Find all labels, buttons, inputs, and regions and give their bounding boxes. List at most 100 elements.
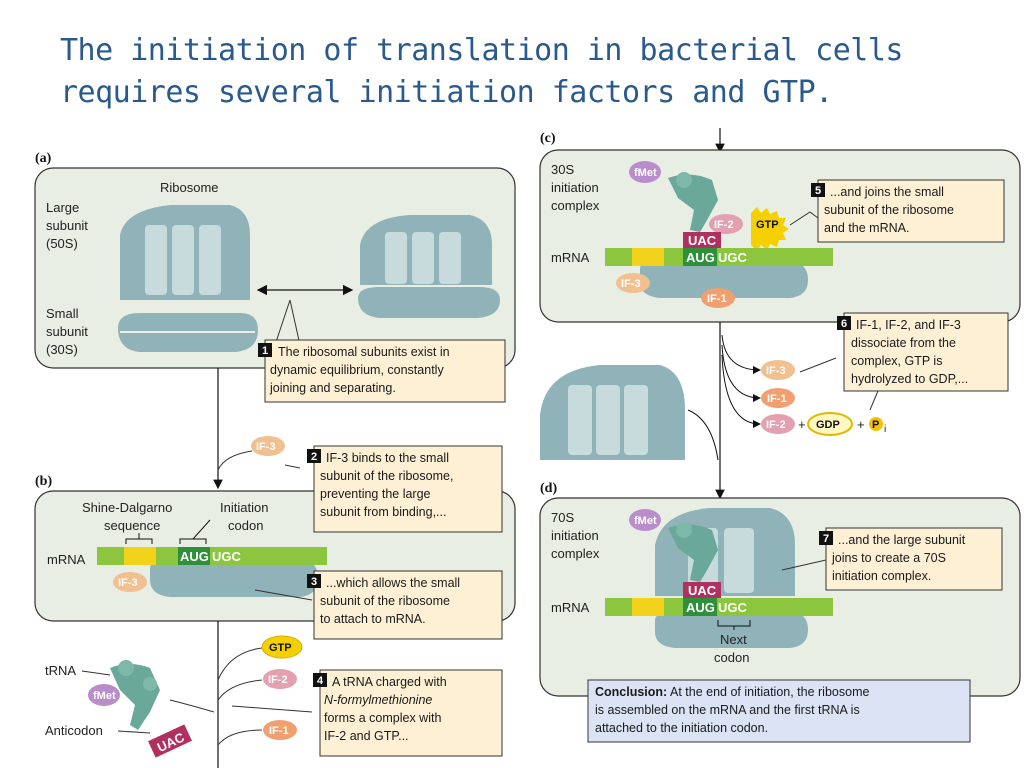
ugc-codon-d: UGC — [718, 600, 748, 615]
step1-callout — [264, 339, 506, 403]
init-codon-label-2: codon — [228, 518, 263, 533]
small-subunit-c — [640, 262, 808, 298]
small-subunit-label-2: subunit — [46, 324, 88, 339]
step3-callout — [313, 570, 503, 640]
step6-line2: dissociate from the — [851, 336, 956, 350]
step1-line1: The ribosomal subunits exist in — [278, 345, 450, 359]
if2-released — [761, 414, 795, 434]
aug-codon-b: AUG — [180, 549, 209, 564]
large-subunit-joining — [540, 365, 685, 460]
trna-label: tRNA — [45, 663, 76, 678]
if2-label-c: IF-2 — [714, 219, 734, 231]
if2-label-free: IF-2 — [268, 674, 288, 686]
step2-number: 2 — [311, 451, 317, 463]
next-codon-label-1: Next — [720, 632, 747, 647]
mrna-label-d: mRNA — [551, 600, 590, 615]
step6-callout — [843, 312, 1009, 392]
plus-1: + — [798, 417, 806, 432]
panel-b-letter: (b) — [35, 474, 52, 489]
if3-label-c: IF-3 — [621, 278, 641, 290]
panel-a-letter: (a) — [35, 151, 52, 166]
slide-title: The initiation of translation in bacteri… — [60, 30, 960, 114]
step6-line3: complex, GTP is — [851, 354, 942, 368]
step7-callout — [825, 527, 1003, 591]
step2-line2: subunit of the ribosome, — [320, 469, 453, 483]
init-codon-label-1: Initiation — [220, 500, 268, 515]
conclusion-line2: is assembled on the mRNA and the first t… — [595, 703, 860, 717]
pi-dot — [869, 417, 883, 431]
if3-free-b — [251, 436, 285, 456]
step3-line3: to attach to mRNA. — [320, 612, 426, 626]
conclusion-box — [587, 679, 971, 743]
if1-c — [701, 288, 735, 308]
step5-line1: ...and joins the small — [830, 185, 944, 199]
step3-number: 3 — [311, 576, 317, 588]
trna-c — [668, 172, 718, 232]
step7-number: 7 — [823, 533, 829, 545]
gtp-label-c: GTP — [756, 219, 779, 231]
uac-label-c: UAC — [688, 233, 717, 248]
title-line-2: requires several initiation factors and … — [60, 75, 833, 110]
step5-line3: and the mRNA. — [824, 221, 909, 235]
aug-codon-c: AUG — [686, 250, 715, 265]
if1-free — [263, 720, 297, 740]
shine-label-1: Shine-Dalgarno — [82, 500, 172, 515]
step5-callout — [817, 179, 1005, 243]
step7-line1: ...and the large subunit — [838, 533, 966, 547]
step2-line3: preventing the large — [320, 487, 431, 501]
if3-bound-b — [113, 572, 147, 592]
step1-line3: joining and separating. — [269, 381, 396, 395]
gtp-label-free: GTP — [269, 642, 292, 654]
if3-released — [761, 360, 795, 380]
step5-number: 5 — [815, 185, 821, 197]
c-label-2: initiation — [551, 180, 599, 195]
small-subunit-b — [150, 560, 318, 597]
fmet-trna — [88, 684, 120, 706]
conclusion-line1: Conclusion: At the end of initiation, th… — [595, 685, 869, 699]
step4-number: 4 — [317, 675, 324, 687]
step4-line3: forms a complex with — [324, 711, 441, 725]
if1-label-released: IF-1 — [767, 393, 787, 405]
gdp-oval — [807, 412, 853, 436]
step4-line4: IF-2 and GTP... — [324, 729, 409, 743]
if1-released — [761, 388, 795, 408]
uac-box-c — [683, 232, 721, 248]
next-codon-label-2: codon — [714, 650, 749, 665]
ugc-codon-b: UGC — [212, 549, 242, 564]
if3-label-released: IF-3 — [766, 365, 786, 377]
step4-line1: A tRNA charged with — [332, 675, 447, 689]
if3-label-free: IF-3 — [256, 441, 276, 453]
d-label-2: initiation — [551, 528, 599, 543]
plus-2: + — [857, 417, 865, 432]
step3-line2: subunit of the ribosome — [320, 594, 450, 608]
fmet-label-trna: fMet — [93, 690, 116, 702]
if1-label-free: IF-1 — [269, 725, 289, 737]
anticodon-uac-box — [148, 724, 192, 758]
step1-line2: dynamic equilibrium, constantly — [270, 363, 444, 377]
fmet-label-c: fMet — [634, 167, 657, 179]
uac-box-d — [683, 582, 721, 598]
step6-line4: hydrolyzed to GDP,... — [851, 372, 968, 386]
step1-number: 1 — [262, 345, 268, 357]
large-subunit-shape — [120, 205, 250, 300]
small-subunit-shape — [118, 313, 258, 352]
c-label-3: complex — [551, 198, 600, 213]
uac-label-d: UAC — [688, 583, 717, 598]
step2-line4: subunit from binding,... — [320, 505, 446, 519]
joined-ribosome-shape — [358, 215, 500, 318]
large-subunit-label-1: Large — [46, 200, 79, 215]
step5-line2: subunit of the ribosome — [824, 203, 954, 217]
step2-line1: IF-3 binds to the small — [326, 451, 449, 465]
step7-line2: joins to create a 70S — [831, 551, 946, 565]
step6-line1: IF-1, IF-2, and IF-3 — [856, 318, 961, 332]
conclusion-line3: attached to the initiation codon. — [595, 721, 768, 735]
small-subunit-label-3: (30S) — [46, 342, 78, 357]
gdp-label: GDP — [816, 419, 840, 431]
gtp-free — [261, 635, 303, 659]
step6-number: 6 — [841, 318, 847, 330]
fmet-d — [629, 509, 661, 531]
pi-subscript: i — [884, 424, 886, 435]
panel-d-letter: (d) — [540, 481, 557, 496]
pi-label: P — [872, 419, 879, 431]
title-line-1: The initiation of translation in bacteri… — [60, 33, 903, 68]
